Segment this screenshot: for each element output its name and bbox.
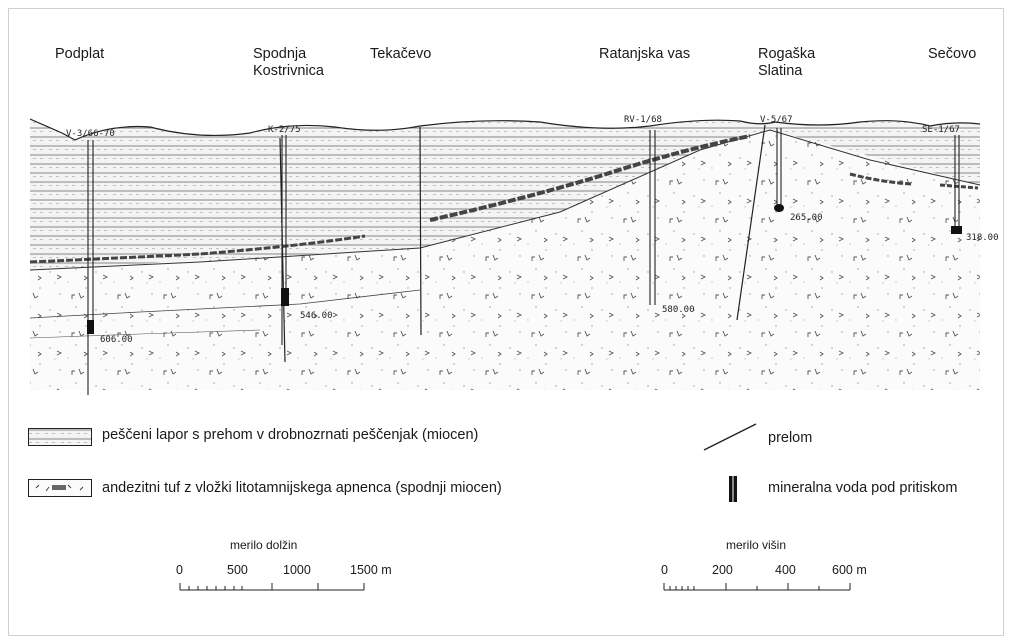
- well-id-label: K-2/75: [268, 125, 301, 135]
- well-id-label: V-3/66-70: [66, 129, 115, 139]
- geological-cross-section: V-3/66-70 606.00 K-2/75 546.00 RV-1/68 5…: [29, 115, 999, 395]
- borehole-rv-1-68: RV-1/68 580.00: [624, 115, 695, 315]
- fault-symbol: [703, 423, 757, 451]
- borehole-se-1-67: SE-1/67 318.00: [922, 125, 999, 243]
- location-rogaska-slatina: Rogaška Slatina: [758, 46, 816, 79]
- legend-mineral-water: mineralna voda pod pritiskom: [768, 480, 958, 496]
- well-depth-label: 318.00: [966, 233, 999, 243]
- height-scale-tick: 400: [775, 563, 796, 577]
- well-id-label: SE-1/67: [922, 125, 960, 135]
- location-secovo: Sečovo: [928, 46, 977, 62]
- height-scale-tick: 200: [712, 563, 733, 577]
- length-scale-title: merilo dolžin: [230, 538, 298, 552]
- well-depth-label: 265.00: [790, 213, 823, 223]
- length-scale-tick: 500: [227, 563, 248, 577]
- location-spodnja-kostrivnica: Spodnja Kostrivnica: [253, 46, 324, 79]
- length-scale-bar: [179, 583, 365, 591]
- length-scale-tick: 1500 m: [350, 563, 392, 577]
- length-scale-tick: 1000: [283, 563, 311, 577]
- legend-fault: prelom: [768, 430, 813, 446]
- fault-line: [419, 126, 422, 336]
- location-ratanjska-vas: Ratanjska vas: [599, 46, 691, 62]
- fault-line: [736, 124, 766, 321]
- height-scale-tick: 0: [661, 563, 668, 577]
- borehole-k-2-75: K-2/75 546.00: [268, 125, 333, 345]
- length-scale-tick: 0: [176, 563, 183, 577]
- height-scale-tick: 600 m: [832, 563, 867, 577]
- sandy-marl-swatch: [28, 428, 92, 446]
- legend-andesitic-tuff: andezitni tuf z vložki litotamnijskega a…: [102, 480, 502, 496]
- well-id-label: V-5/67: [760, 115, 793, 125]
- well-depth-label: 580.00: [662, 305, 695, 315]
- andesitic-tuff-swatch: [28, 479, 92, 497]
- height-scale-title: merilo višin: [726, 538, 787, 552]
- borehole-v-5-67: V-5/67 265.00: [760, 115, 823, 223]
- mineral-water-icon: [729, 476, 737, 502]
- legend-sandy-marl: peščeni lapor s prehom v drobnozrnati pe…: [102, 427, 479, 443]
- location-podplat: Podplat: [55, 46, 105, 62]
- borehole-v-3-66-70: V-3/66-70 606.00: [66, 129, 133, 395]
- well-depth-label: 606.00: [100, 335, 133, 345]
- location-tekacevo: Tekačevo: [370, 46, 432, 62]
- well-depth-label: 546.00: [300, 311, 333, 321]
- height-scale-bar: [663, 583, 851, 591]
- well-id-label: RV-1/68: [624, 115, 662, 125]
